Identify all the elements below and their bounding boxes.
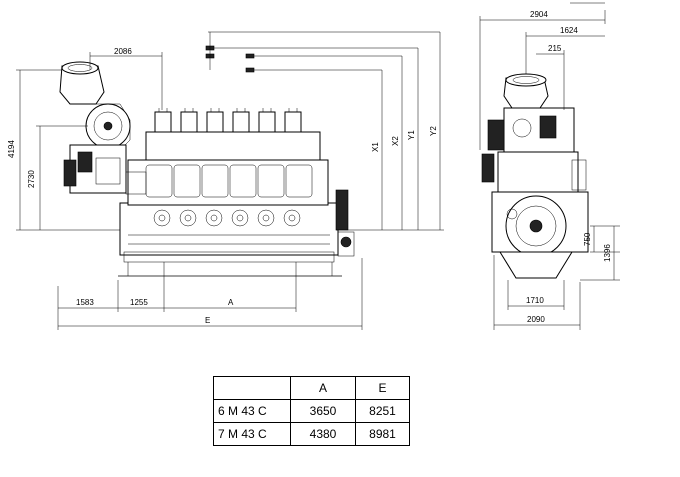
side-view-dimensions: 2086 4194 2730 X1 X2 Y1 Y2 1583 <box>7 31 444 330</box>
table-header-cell: A <box>290 376 356 400</box>
dim-750: 750 <box>583 232 592 246</box>
dim-215: 215 <box>548 44 562 53</box>
engine-side-view <box>59 61 355 277</box>
end-view-dimensions: 2904 1624 215 750 1396 1710 2090 <box>479 2 620 330</box>
dim-2730: 2730 <box>27 170 36 188</box>
dim-1624: 1624 <box>560 26 578 35</box>
table-row: 6 M 43 C 3650 8251 <box>213 399 410 423</box>
dim-x1: X1 <box>371 142 380 152</box>
dim-2086: 2086 <box>114 47 132 56</box>
table-row: 7 M 43 C 4380 8981 <box>213 422 410 446</box>
dim-e: E <box>205 316 210 325</box>
dim-1710: 1710 <box>526 296 544 305</box>
dim-y1: Y1 <box>407 130 416 140</box>
table-cell: 3650 <box>290 399 356 423</box>
turbocharger <box>59 61 131 151</box>
dim-x2: X2 <box>391 136 400 146</box>
table-header-cell <box>213 376 291 400</box>
table-cell: 8251 <box>355 399 410 423</box>
table-cell: 7 M 43 C <box>213 422 291 446</box>
crankcase-doors <box>153 209 301 227</box>
table-header-row: A E <box>213 376 410 400</box>
dim-2904: 2904 <box>530 10 548 19</box>
dim-1396: 1396 <box>603 244 612 262</box>
dim-2090: 2090 <box>527 315 545 324</box>
table-header-cell: E <box>355 376 410 400</box>
table-cell: 8981 <box>355 422 410 446</box>
engine-end-view <box>481 73 589 279</box>
dim-y2: Y2 <box>429 126 438 136</box>
dim-4194: 4194 <box>7 140 16 158</box>
dim-a: A <box>228 298 234 307</box>
dim-1583: 1583 <box>76 298 94 307</box>
table-cell: 4380 <box>290 422 356 446</box>
engine-dimensions-table: A E 6 M 43 C 3650 8251 7 M 43 C 4380 898… <box>213 376 410 446</box>
cylinder-heads <box>154 108 302 133</box>
dim-1255: 1255 <box>130 298 148 307</box>
table-cell: 6 M 43 C <box>213 399 291 423</box>
